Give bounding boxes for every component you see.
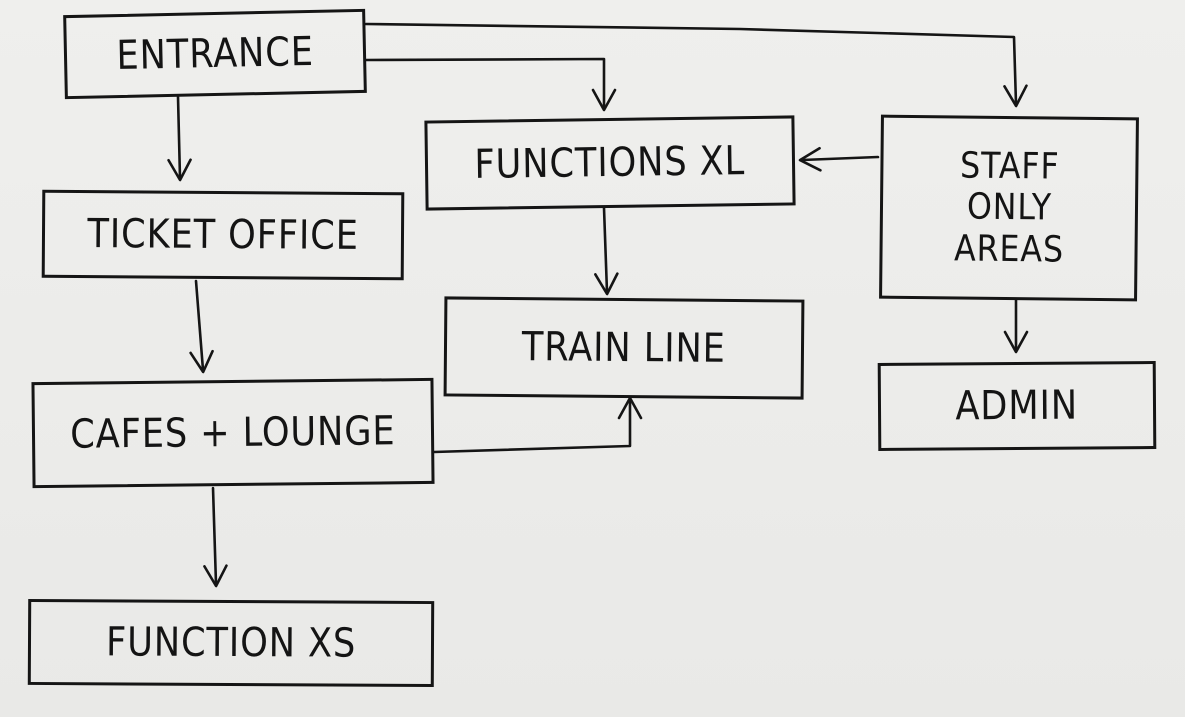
edge-ticket-office-to-cafes-lounge	[189, 279, 214, 374]
staff-only-areas-label: STAFF ONLY AREAS	[953, 145, 1064, 271]
edge-entrance-to-ticket-office	[167, 95, 192, 182]
function-xs-box[interactable]: FUNCTION XS	[27, 598, 435, 688]
entrance-box[interactable]: ENTRANCE	[63, 8, 367, 100]
function-xs-label: FUNCTION XS	[105, 619, 357, 667]
functions-xl-label: FUNCTIONS XL	[474, 138, 746, 188]
functions-xl-box[interactable]: FUNCTIONS XL	[424, 115, 796, 211]
admin-label: ADMIN	[955, 382, 1079, 430]
edge-functions-xl-to-train-line	[594, 206, 619, 296]
ticket-office-label: TICKET OFFICE	[87, 211, 359, 259]
edge-entrance-to-functions-xl	[364, 57, 617, 112]
train-line-label: TRAIN LINE	[521, 324, 727, 372]
cafes-lounge-box[interactable]: CAFES + LOUNGE	[31, 377, 435, 489]
edge-cafes-lounge-to-function-xs	[203, 486, 228, 588]
admin-box[interactable]: ADMIN	[877, 361, 1157, 451]
entrance-label: ENTRANCE	[115, 28, 315, 80]
staff-only-areas-box[interactable]: STAFF ONLY AREAS	[879, 114, 1139, 302]
train-line-box[interactable]: TRAIN LINE	[443, 296, 805, 400]
edge-staff-only-areas-to-functions-xl	[798, 146, 880, 172]
cafes-lounge-label: CAFES + LOUNGE	[70, 408, 396, 458]
edge-entrance-to-staff-only-areas	[364, 22, 1028, 108]
ticket-office-box[interactable]: TICKET OFFICE	[41, 189, 405, 281]
edge-cafes-lounge-to-train-line	[432, 396, 643, 454]
